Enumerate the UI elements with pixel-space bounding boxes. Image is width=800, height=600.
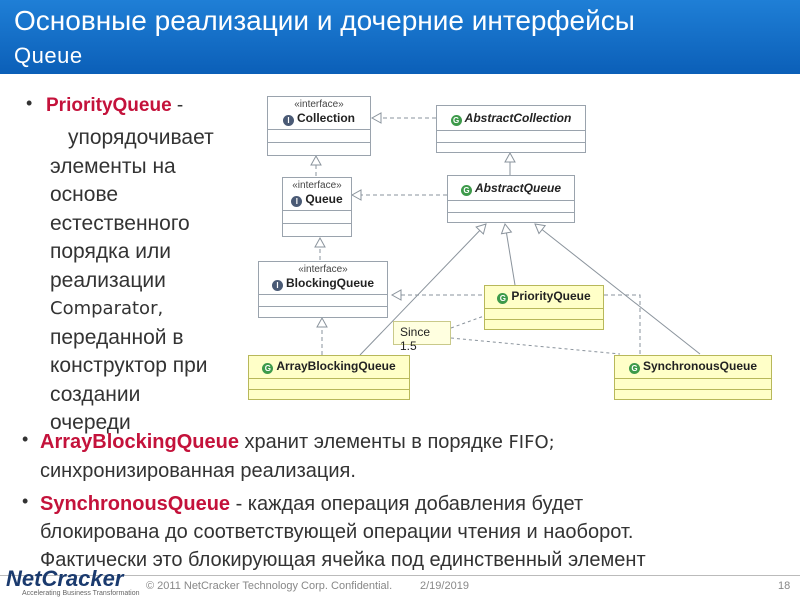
array-blocking-queue-name: ArrayBlockingQueue xyxy=(276,359,396,373)
collection-name: Collection xyxy=(296,111,355,125)
synchronous-text2: блокирована до соответствующей операции … xyxy=(40,521,634,543)
priority-line: конструктор при xyxy=(50,354,208,377)
abstract-queue-name: AbstractQueue xyxy=(474,181,562,195)
array-blocking-fifo: FIFO; xyxy=(508,432,555,453)
priority-dash: - xyxy=(171,95,184,116)
class-icon: G xyxy=(497,293,509,304)
priority-line: элементы на xyxy=(50,154,176,178)
priority-line: основе xyxy=(50,183,119,206)
priority-line: переданной в xyxy=(50,325,184,349)
blocking-queue-stereotype: «interface» xyxy=(298,264,348,275)
synchronous-keyword: SynchronousQueue xyxy=(40,493,231,515)
footer-date: 2/19/2019 xyxy=(420,580,469,592)
priority-line: Comparator, xyxy=(50,298,164,319)
priority-line: упорядочивает xyxy=(68,126,214,149)
abstract-collection-name: AbstractCollection xyxy=(464,111,572,125)
logo-tagline: Accelerating Business Transformation xyxy=(22,590,140,597)
queue-name: Queue xyxy=(305,192,343,206)
slide-header: Основные реализации и дочерние интерфейс… xyxy=(0,0,800,74)
footer-divider xyxy=(0,575,800,576)
page-number: 18 xyxy=(778,580,791,592)
interface-icon: I xyxy=(291,196,303,207)
bullet-dot: • xyxy=(22,429,29,449)
bullet-dot: • xyxy=(26,93,33,113)
netcracker-logo: NetCracker xyxy=(6,566,124,591)
blocking-queue-name: BlockingQueue xyxy=(285,276,374,290)
priority-line: порядка или xyxy=(50,240,171,263)
priority-queue-name: PriorityQueue xyxy=(511,289,591,303)
collection-stereotype: «interface» xyxy=(294,99,344,110)
synchronous-text1: - каждая операция добавления будет xyxy=(230,493,584,515)
array-blocking-keyword: ArrayBlockingQueue xyxy=(40,431,239,453)
priority-line: реализации xyxy=(50,268,166,292)
priority-line: создании xyxy=(50,382,141,406)
priority-line: очереди xyxy=(50,411,131,434)
class-icon: G xyxy=(628,363,640,374)
priority-line: естественного xyxy=(50,211,190,235)
class-icon: G xyxy=(262,363,274,374)
interface-icon: I xyxy=(271,280,283,291)
priority-description: упорядочивает элементы на основе естеств… xyxy=(50,124,264,438)
array-blocking-text2: синхронизированная реализация. xyxy=(40,460,356,482)
footer-copyright: © 2011 NetCracker Technology Corp. Confi… xyxy=(146,580,393,592)
slide-title: Основные реализации и дочерние интерфейс… xyxy=(14,5,635,36)
synchronous-queue-name: SynchronousQueue xyxy=(642,359,758,373)
bullet-dot: • xyxy=(22,491,29,511)
interface-icon: I xyxy=(282,115,294,126)
array-blocking-text1: хранит элементы в порядке xyxy=(238,431,509,453)
uml-note-since: Since 1.5 xyxy=(393,321,451,353)
queue-stereotype: «interface» xyxy=(292,180,342,191)
slide-subtitle: Queue xyxy=(14,43,83,68)
class-icon: G xyxy=(460,185,472,196)
synchronous-text3: Фактически это блокирующая ячейка под ед… xyxy=(40,549,646,571)
class-icon: G xyxy=(450,115,462,126)
priority-queue-keyword: PriorityQueue xyxy=(46,95,172,116)
